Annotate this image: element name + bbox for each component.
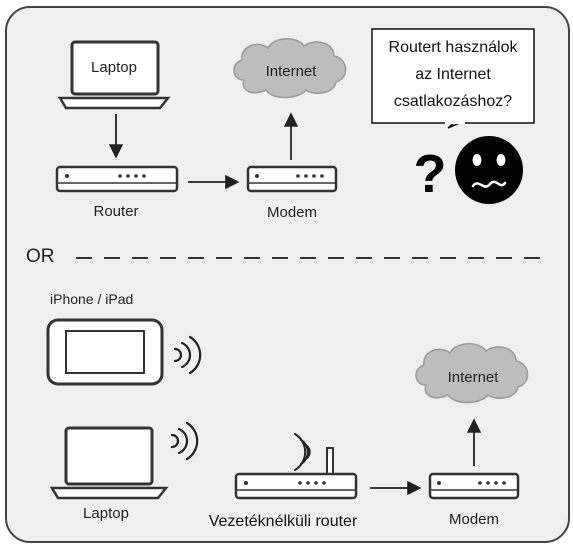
confused-face-icon xyxy=(455,136,523,204)
iphone-ipad-label: iPhone / iPad xyxy=(50,291,133,307)
speech-bubble xyxy=(371,28,535,129)
modem-icon xyxy=(246,165,338,193)
wireless-router-icon xyxy=(234,433,358,500)
modem-label: Modem xyxy=(267,204,317,221)
internet-label: Internet xyxy=(266,63,318,80)
router-label: Router xyxy=(93,203,138,220)
laptop-bottom-label: Laptop xyxy=(83,505,129,522)
bubble-line-2: az Internet xyxy=(415,66,491,83)
modem-bottom-icon xyxy=(428,472,520,500)
or-divider-label: OR xyxy=(26,246,55,267)
bubble-line-1: Routert használok xyxy=(389,39,519,56)
laptop-label: Laptop xyxy=(91,59,137,76)
bubble-line-3: csatlakozáshoz? xyxy=(394,93,512,110)
laptop-icon xyxy=(57,40,171,110)
internet-bottom-label: Internet xyxy=(448,369,500,386)
wifi-signal-icon xyxy=(170,421,199,461)
router-icon xyxy=(55,165,179,193)
laptop-bottom-icon xyxy=(49,426,169,500)
wifi-signal-icon xyxy=(173,335,202,375)
question-mark-icon: ? xyxy=(414,144,447,204)
modem-bottom-label: Modem xyxy=(449,511,499,528)
wireless-router-label: Vezetéknélküli router xyxy=(199,508,367,536)
diagram-panel xyxy=(5,6,570,543)
internet-cloud-bottom-icon xyxy=(415,343,529,404)
tablet-icon xyxy=(46,318,164,386)
internet-cloud-icon xyxy=(233,38,347,99)
